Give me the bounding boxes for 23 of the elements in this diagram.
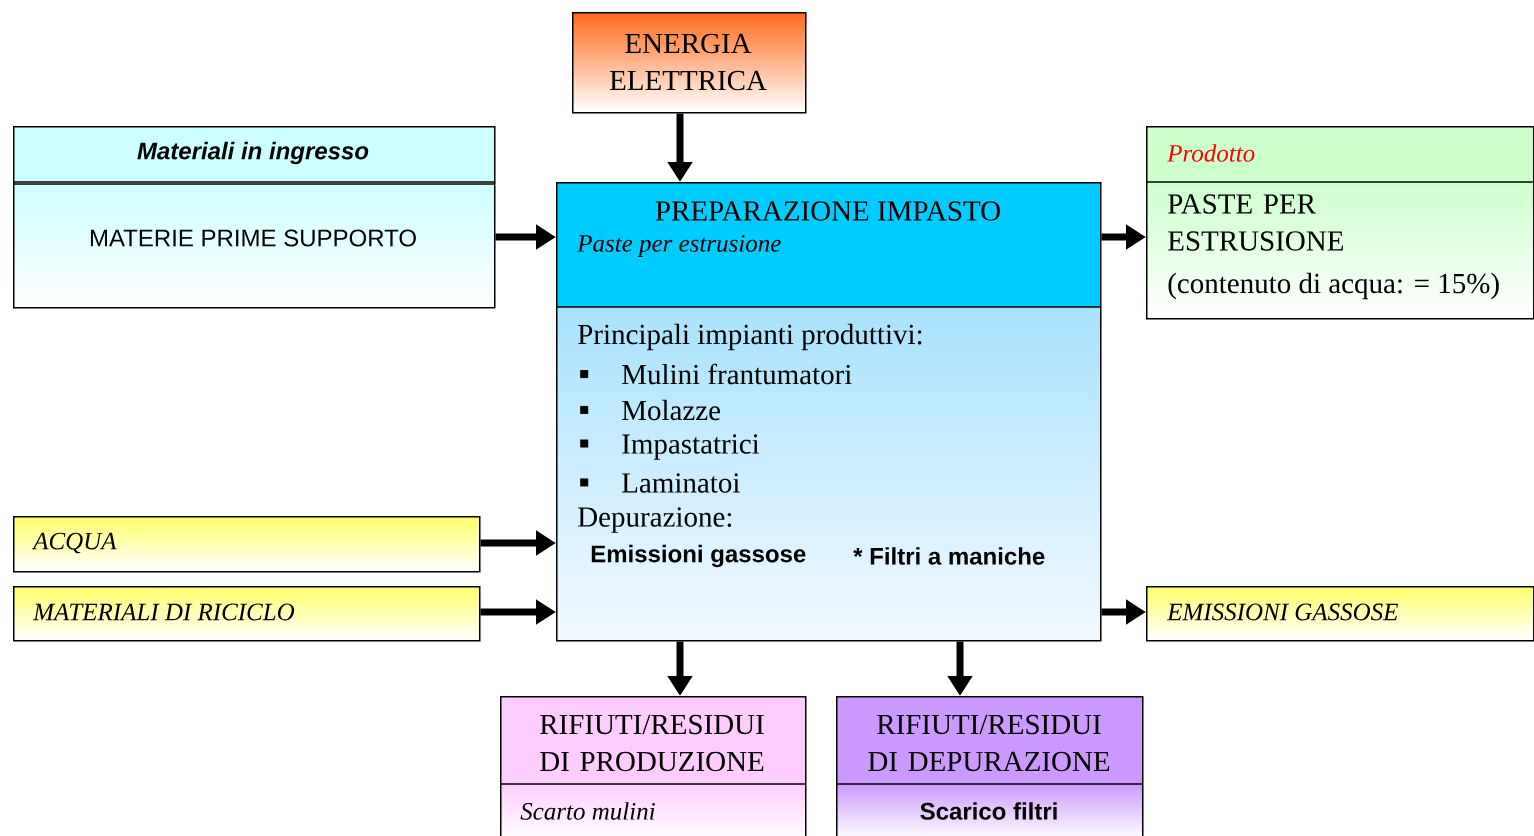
box-header: Materiali in ingresso	[137, 141, 369, 165]
box-title: RIFIUTI/RESIDUI DI DEPURAZIONE	[868, 714, 1110, 772]
box-title: PREPARAZIONE IMPASTO	[655, 201, 1000, 221]
box-subtitle: Paste per estrusione	[577, 235, 781, 257]
list-heading: Depurazione:	[578, 507, 732, 533]
body-text: Scarto mulini	[520, 802, 655, 820]
bullet-item: Molazze	[580, 399, 721, 421]
body-text: (contenuto di acqua: = 15%)	[1168, 272, 1499, 300]
box-title: MATERIE PRIME SUPPORTO	[90, 229, 416, 247]
box-title: PASTE PER ESTRUSIONE	[1168, 194, 1343, 251]
box-title: ENERGIA ELETTRICA	[609, 33, 767, 91]
bullet-item: Mulini frantumatori	[580, 363, 852, 385]
box-title: ACQUA	[31, 532, 117, 554]
body-text: * Filtri a maniche	[853, 547, 1045, 565]
box-title: EMISSIONI GASSOSE	[1166, 603, 1398, 621]
body-text: Scarico filtri	[920, 802, 1057, 820]
box-title: MATERIALI DI RICICLO	[32, 603, 295, 621]
box-header: Prodotto	[1167, 144, 1255, 162]
body-text: Emissioni gassose	[591, 544, 806, 568]
list-heading: Principali impianti produttivi:	[578, 323, 922, 351]
box-title: RIFIUTI/RESIDUI DI PRODUZIONE	[540, 714, 764, 772]
bullet-item: Impastatrici	[580, 434, 760, 460]
bullet-item: Laminatoi	[580, 473, 740, 493]
